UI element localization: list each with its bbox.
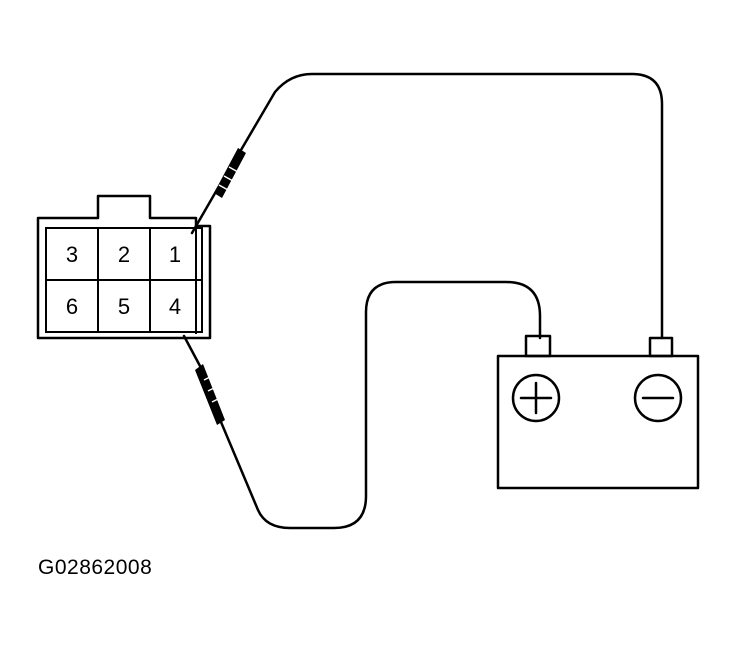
connector: 3 2 1 6 5 4	[36, 194, 212, 340]
terminal-5: 5	[118, 294, 130, 319]
terminal-1: 1	[169, 242, 181, 267]
probe-upper	[190, 148, 246, 235]
terminal-3: 3	[66, 242, 78, 267]
probe-lower	[182, 334, 225, 425]
lead-positive	[219, 280, 542, 530]
negative-terminal-icon	[633, 373, 683, 423]
positive-terminal-icon	[511, 373, 561, 423]
figure-code: G02862008	[38, 556, 153, 579]
terminal-4: 4	[169, 294, 181, 319]
terminal-6: 6	[66, 294, 78, 319]
battery	[496, 334, 700, 490]
terminal-2: 2	[118, 242, 130, 267]
lead-negative	[239, 72, 664, 340]
